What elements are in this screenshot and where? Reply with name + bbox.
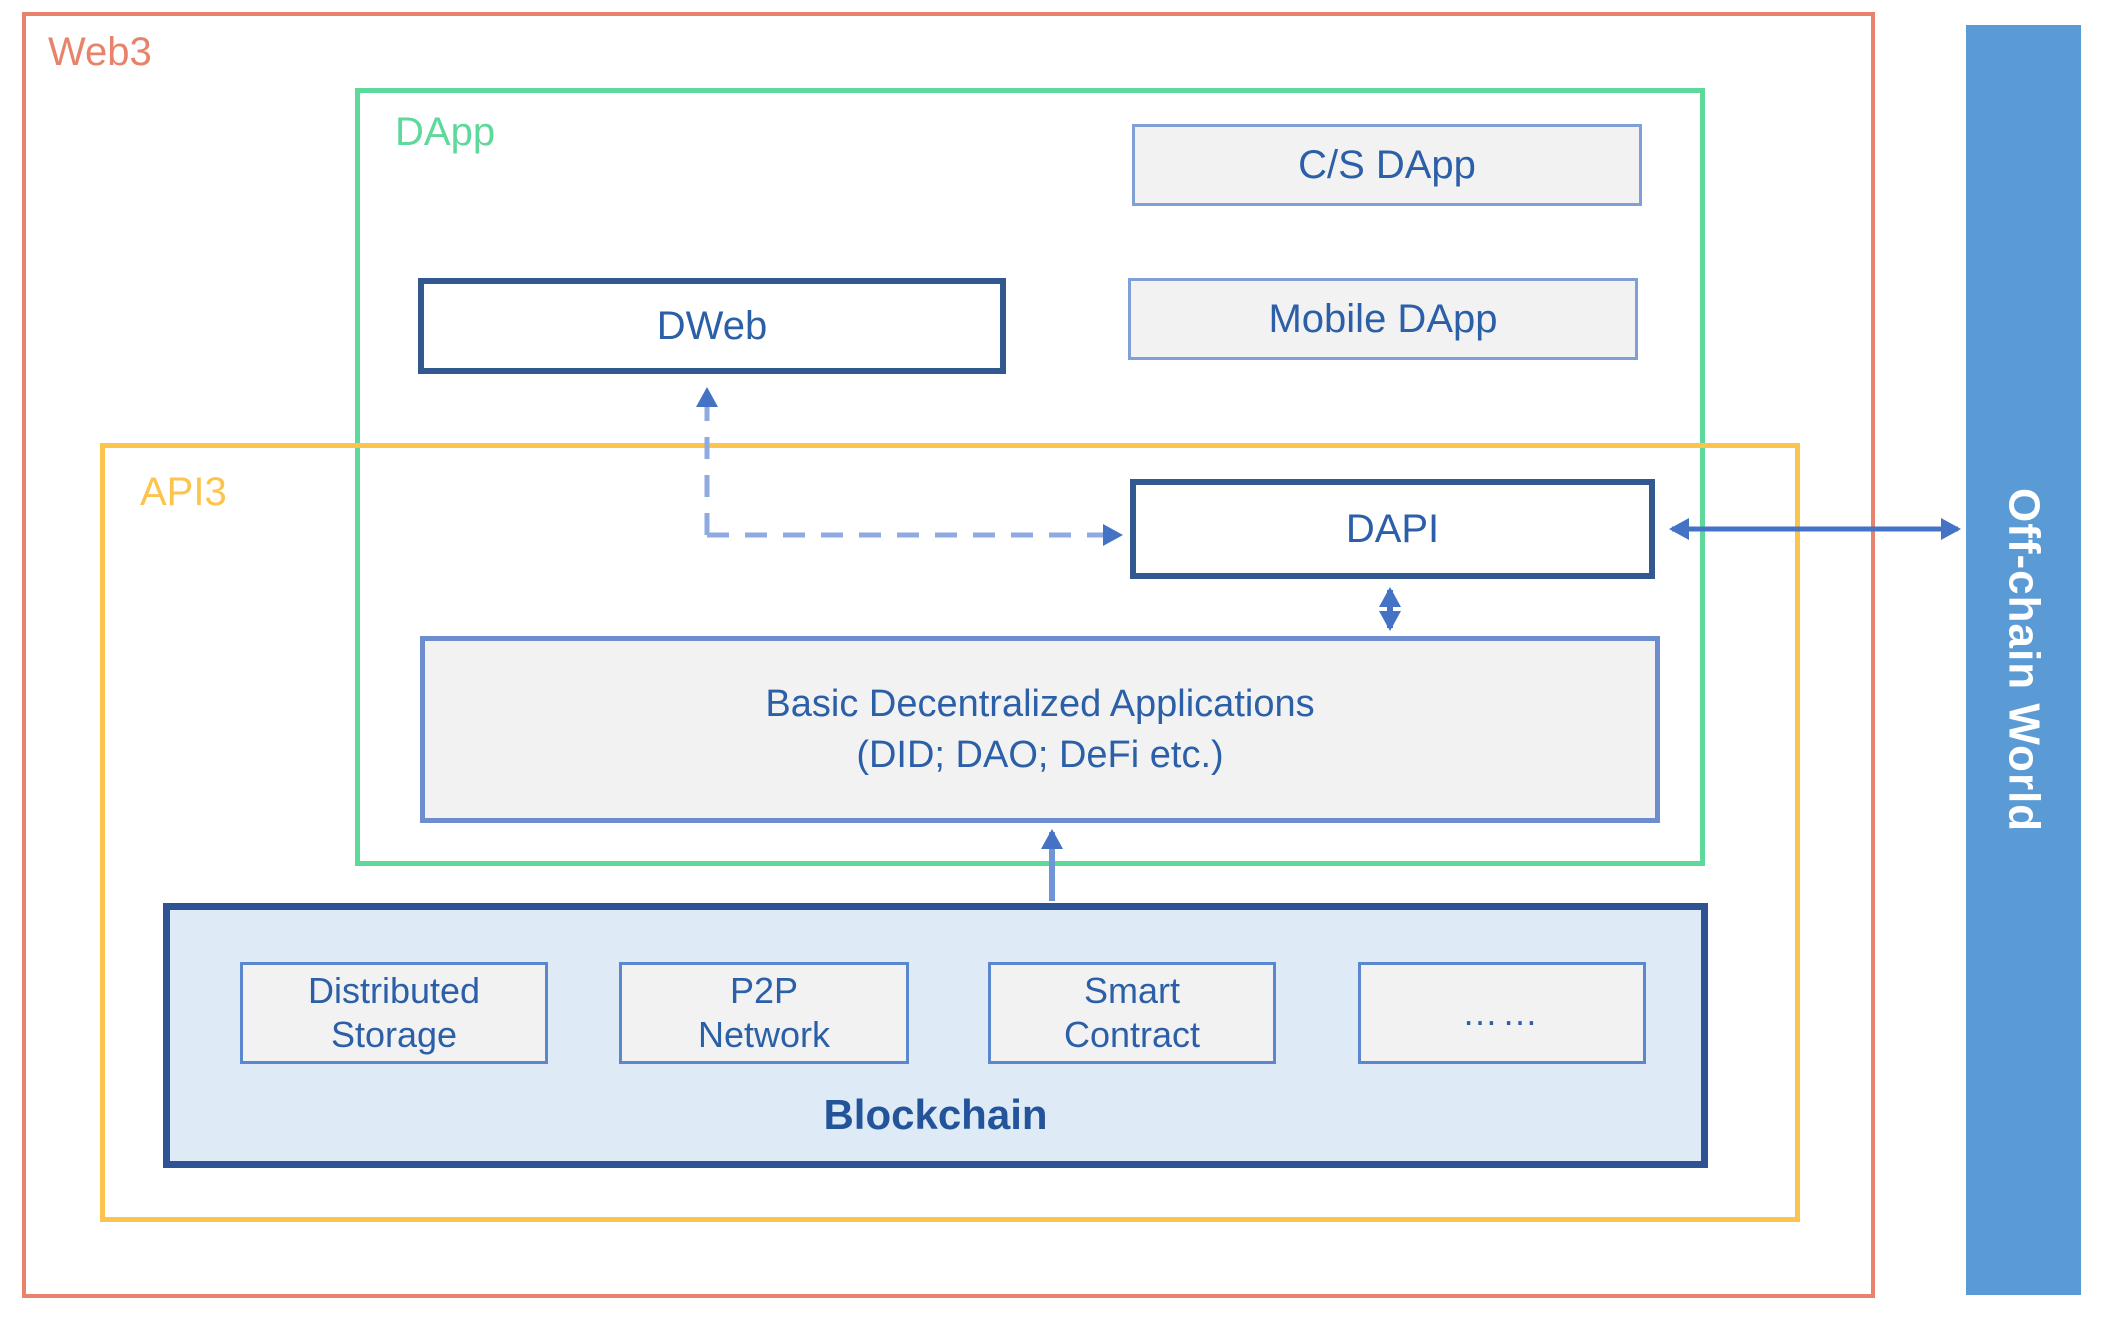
node-cs-dapp: C/S DApp bbox=[1132, 124, 1642, 206]
scope-api3-label: API3 bbox=[140, 470, 227, 514]
scope-dapp-label: DApp bbox=[395, 110, 496, 154]
node-distributed-storage-line1: Distributed bbox=[307, 970, 481, 1012]
scope-dapp bbox=[355, 88, 1705, 866]
node-distributed-storage: Distributed Storage bbox=[240, 962, 548, 1064]
node-mobile-dapp: Mobile DApp bbox=[1128, 278, 1638, 360]
node-etc-ellipsis: …… bbox=[1358, 962, 1646, 1064]
node-bda-line2: (DID; DAO; DeFi etc.) bbox=[856, 733, 1224, 776]
node-dapi: DAPI bbox=[1130, 479, 1655, 579]
scope-web3 bbox=[22, 12, 1875, 1298]
node-cs-dapp-label: C/S DApp bbox=[1298, 142, 1476, 187]
node-smart-contract-line2: Contract bbox=[1063, 1014, 1201, 1055]
node-blockchain-label: Blockchain bbox=[823, 1091, 1048, 1138]
node-p2p-network-line2: Network bbox=[697, 1014, 831, 1055]
scope-web3-label: Web3 bbox=[48, 30, 152, 74]
node-dweb: DWeb bbox=[418, 278, 1006, 374]
node-p2p-network-line1: P2P bbox=[729, 970, 799, 1012]
node-p2p-network: P2P Network bbox=[619, 962, 909, 1064]
scope-api3 bbox=[100, 443, 1800, 1222]
node-etc-ellipsis-label: …… bbox=[1462, 992, 1542, 1033]
node-bda-line1: Basic Decentralized Applications bbox=[765, 683, 1315, 726]
node-basic-decentralized-applications: Basic Decentralized Applications (DID; D… bbox=[420, 636, 1660, 823]
node-dapi-label: DAPI bbox=[1345, 506, 1440, 551]
node-offchain-world: Off-chain World bbox=[1966, 25, 2081, 1295]
node-offchain-world-label: Off-chain World bbox=[1999, 487, 2049, 833]
node-smart-contract: Smart Contract bbox=[988, 962, 1276, 1064]
node-mobile-dapp-label: Mobile DApp bbox=[1268, 296, 1498, 341]
node-smart-contract-line1: Smart bbox=[1083, 970, 1180, 1012]
node-dweb-label: DWeb bbox=[656, 303, 768, 348]
node-distributed-storage-line2: Storage bbox=[330, 1014, 458, 1055]
